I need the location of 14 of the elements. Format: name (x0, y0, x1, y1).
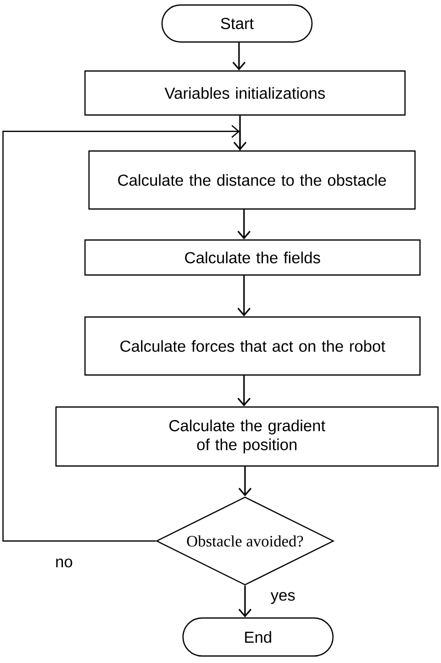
arrow (233, 116, 247, 150)
process-box: Calculate the gradient of the position (55, 406, 439, 467)
process-box: Variables initializations (84, 70, 406, 116)
process-box: Calculate forces that act on the robot (84, 316, 421, 376)
arrow (237, 276, 251, 316)
process-box: Calculate the distance to the obstacle (88, 150, 416, 210)
edge-label: yes (270, 591, 296, 605)
process-box: Calculate the fields (84, 239, 421, 276)
arrow (237, 376, 251, 406)
arrow (238, 586, 252, 618)
arrow (232, 42, 246, 70)
arrow (237, 210, 251, 240)
arrow (238, 466, 252, 496)
edge-label: no (54, 558, 74, 568)
